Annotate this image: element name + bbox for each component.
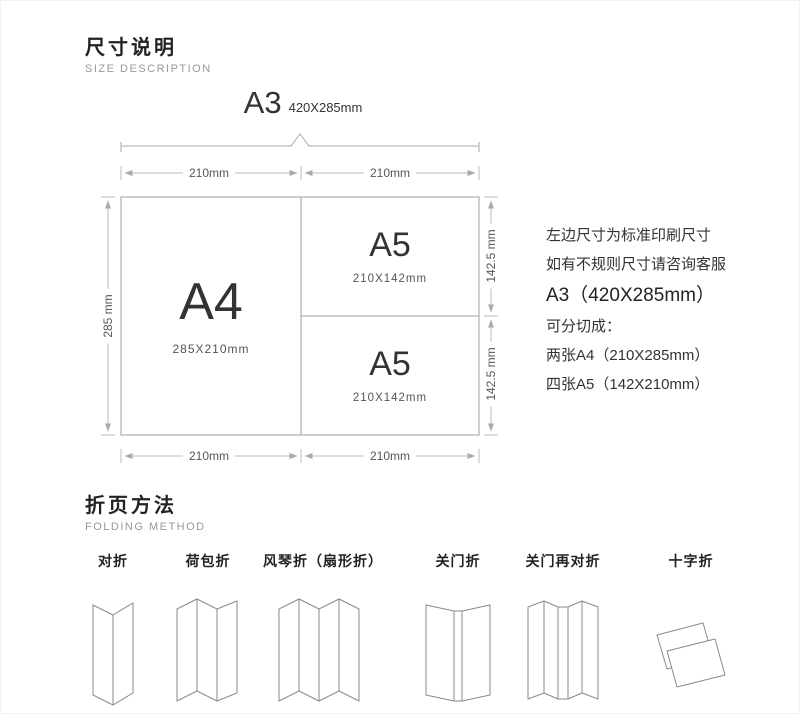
- size-box-dividers: [300, 197, 479, 435]
- note-line: 四张A5（142X210mm）: [546, 376, 710, 393]
- gate-half-fold-icon: [527, 600, 599, 700]
- a5-top-cell: A5 210X142mm: [302, 198, 478, 315]
- method-gate-fold: 关门折: [414, 551, 502, 713]
- method-label: 对折: [98, 553, 128, 569]
- a3-label: A3: [243, 85, 282, 120]
- method-label: 十字折: [668, 553, 714, 569]
- half-fold-icon: [92, 602, 134, 706]
- a5-bottom-label: A5: [369, 345, 411, 383]
- size-section-title: 尺寸说明: [85, 37, 177, 59]
- a5-bottom-dimensions-label: 210X142mm: [352, 392, 428, 404]
- dim-top-left-label: 210mm: [182, 165, 236, 181]
- note-line: 如有不规则尺寸请咨询客服: [546, 256, 727, 273]
- size-section-subtitle: SIZE DESCRIPTION: [85, 63, 212, 75]
- method-cross-fold: 十字折: [643, 551, 739, 713]
- a3-bracket: [120, 133, 480, 152]
- a4-dimensions-label: 285X210mm: [172, 342, 250, 356]
- a4-cell: A4 285X210mm: [122, 198, 300, 434]
- method-label: 关门折: [435, 553, 481, 569]
- note-line: 左边尺寸为标准印刷尺寸: [546, 227, 712, 244]
- note-a3-size: A3（420X285mm）: [546, 285, 715, 306]
- note-line: 两张A4（210X285mm）: [546, 347, 710, 364]
- gate-fold-icon: [425, 604, 491, 702]
- folding-section-subtitle: FOLDING METHOD: [85, 521, 206, 533]
- dim-top-right-label: 210mm: [363, 165, 417, 181]
- accordion-fold-icon: [278, 598, 360, 702]
- dim-right-bottom-label: 142.5 mm: [483, 341, 499, 407]
- size-notes: 左边尺寸为标准印刷尺寸 如有不规则尺寸请咨询客服 A3（420X285mm） 可…: [546, 221, 786, 399]
- method-label: 荷包折: [185, 553, 231, 569]
- dim-bottom-right-label: 210mm: [363, 448, 417, 464]
- method-label: 关门再对折: [525, 553, 601, 569]
- note-line: 可分切成：: [546, 318, 622, 335]
- dim-right-top-label: 142.5 mm: [483, 223, 499, 289]
- a4-label: A4: [179, 273, 243, 331]
- wallet-fold-icon: [176, 598, 238, 702]
- dim-left-label: 285 mm: [100, 288, 116, 344]
- method-wallet-fold: 荷包折: [167, 551, 249, 713]
- a5-bottom-cell: A5 210X142mm: [302, 317, 478, 434]
- a3-dimensions-label: 420X285mm: [288, 100, 363, 115]
- cross-fold-icon: [656, 622, 726, 688]
- a5-top-label: A5: [369, 226, 411, 264]
- dim-bottom-left-label: 210mm: [182, 448, 236, 464]
- method-label: 风琴折（扇形折）: [263, 553, 383, 569]
- method-gate-half-fold: 关门再对折: [518, 551, 608, 713]
- method-accordion-fold: 风琴折（扇形折）: [263, 551, 383, 713]
- measure-ticks: [101, 166, 498, 463]
- a3-header: A3 420X285mm: [244, 87, 363, 118]
- method-half-fold: 对折: [81, 551, 145, 713]
- a5-top-dimensions-label: 210X142mm: [352, 273, 428, 285]
- folding-section-title: 折页方法: [85, 495, 177, 517]
